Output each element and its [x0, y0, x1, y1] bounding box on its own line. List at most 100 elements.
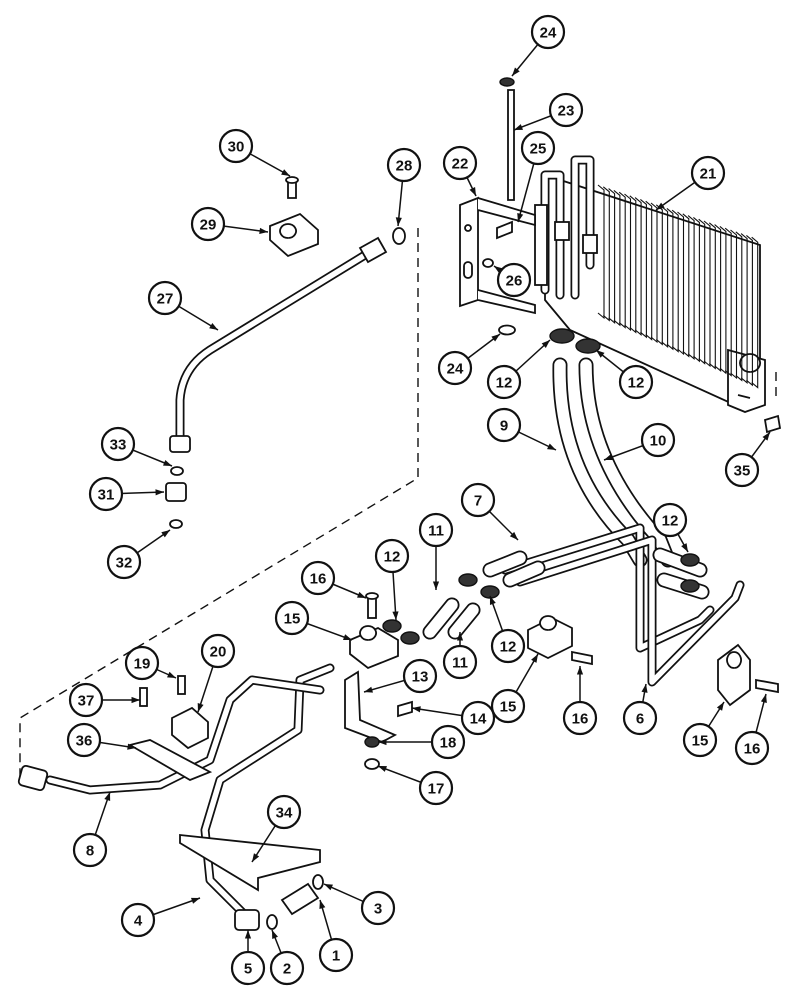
callout-number: 7 — [474, 493, 482, 510]
callout-number: 15 — [692, 733, 709, 750]
callout-36: 36 — [66, 722, 102, 758]
callout-number: 33 — [110, 437, 127, 454]
cooler-fin — [608, 188, 616, 324]
callout-circle — [460, 482, 496, 518]
leader-arrowhead — [272, 930, 278, 939]
callout-circle — [318, 937, 354, 973]
leader-arrowhead — [762, 432, 770, 441]
leader-arrowhead — [456, 632, 464, 641]
leader-arrowhead — [514, 124, 523, 130]
callout-6: 6 — [622, 700, 658, 736]
leader-arrowhead — [576, 666, 584, 675]
cooler-fin — [629, 195, 637, 334]
callout-26: 26 — [496, 262, 532, 298]
cooler-fin — [618, 191, 626, 329]
callout-circle — [418, 512, 454, 548]
leader-arrowhead — [517, 213, 524, 222]
callout-circle — [562, 700, 598, 736]
callout-28: 28 — [386, 147, 422, 183]
callout-number: 16 — [572, 711, 589, 728]
leader-arrowhead — [364, 686, 373, 693]
callout-circle — [430, 724, 466, 760]
leader-arrowhead — [281, 169, 290, 176]
oil-line-upper — [165, 176, 406, 529]
callout-27: 27 — [147, 280, 183, 316]
cooler-fin — [602, 186, 610, 322]
leader-arrowhead — [163, 459, 172, 466]
callout-circle — [360, 890, 396, 926]
callout-circle — [418, 770, 454, 806]
leader-arrowhead — [604, 454, 613, 460]
callout-number: 6 — [636, 711, 644, 728]
leader-arrowhead — [252, 853, 260, 862]
leader-arrowhead — [641, 684, 648, 693]
cooler-fin — [682, 213, 690, 358]
leader-arrowhead — [155, 489, 164, 496]
oil-lines-bottom — [17, 663, 335, 931]
callout-number: 32 — [116, 555, 133, 572]
leader-arrowhead — [469, 187, 476, 196]
leader-lines — [83, 31, 771, 969]
cooler-fin — [666, 207, 674, 351]
callout-circle — [640, 422, 676, 458]
callout-circle — [682, 722, 718, 758]
leader-arrowhead — [191, 897, 200, 904]
callout-30: 30 — [218, 128, 254, 164]
callout-number: 24 — [447, 361, 464, 378]
leader-arrowhead — [244, 930, 252, 939]
callout-number: 10 — [650, 433, 667, 450]
leader-arrowhead — [161, 530, 170, 538]
leader-arrowhead — [209, 322, 218, 330]
callout-number: 36 — [76, 733, 93, 750]
callout-circle — [100, 426, 136, 462]
callout-13: 13 — [402, 658, 438, 694]
callout-37: 37 — [68, 682, 104, 718]
callout-circle — [437, 350, 473, 386]
callout-circle — [460, 700, 496, 736]
callout-8: 8 — [72, 832, 108, 868]
callout-circle — [652, 502, 688, 538]
cooler-fin — [677, 211, 685, 356]
callout-number: 16 — [310, 571, 327, 588]
callout-number: 28 — [396, 158, 413, 175]
callout-7: 7 — [460, 482, 496, 518]
cooler-fin — [740, 233, 748, 384]
cooler-fin — [613, 189, 621, 327]
callout-number: 11 — [452, 655, 468, 672]
callout-11: 11 — [442, 644, 478, 680]
callout-1: 1 — [318, 937, 354, 973]
callout-circle — [490, 688, 526, 724]
callout-circle — [690, 155, 726, 191]
callout-number: 16 — [744, 741, 761, 758]
callout-16: 16 — [562, 700, 598, 736]
callout-24: 24 — [437, 350, 473, 386]
callout-circle — [190, 206, 226, 242]
leader-arrowhead — [319, 900, 326, 909]
callout-circle — [200, 633, 236, 669]
callout-number: 5 — [244, 961, 252, 978]
callout-number: 22 — [452, 156, 469, 173]
cooler-fin — [693, 216, 700, 363]
leader-arrowhead — [656, 202, 665, 210]
lower-brackets — [127, 414, 782, 892]
leader-arrowhead — [395, 217, 402, 226]
leader-arrowhead — [494, 266, 503, 274]
callout-16: 16 — [300, 560, 336, 596]
leader-arrowhead — [541, 340, 550, 348]
cooler-fin — [640, 198, 647, 339]
callout-circle — [269, 950, 305, 986]
cooler-fin — [751, 236, 759, 389]
callout-number: 12 — [628, 375, 645, 392]
callout-number: 3 — [374, 901, 382, 918]
leader-arrowhead — [259, 227, 268, 234]
cooler-fin — [730, 229, 738, 380]
callout-number: 11 — [428, 523, 444, 540]
callout-4: 4 — [120, 902, 156, 938]
callout-number: 17 — [428, 781, 445, 798]
oil-cooler — [534, 155, 766, 413]
callout-22: 22 — [442, 145, 478, 181]
callout-circle — [106, 544, 142, 580]
callout-number: 2 — [283, 961, 291, 978]
callout-number: 15 — [500, 699, 517, 716]
callout-number: 35 — [734, 463, 751, 480]
